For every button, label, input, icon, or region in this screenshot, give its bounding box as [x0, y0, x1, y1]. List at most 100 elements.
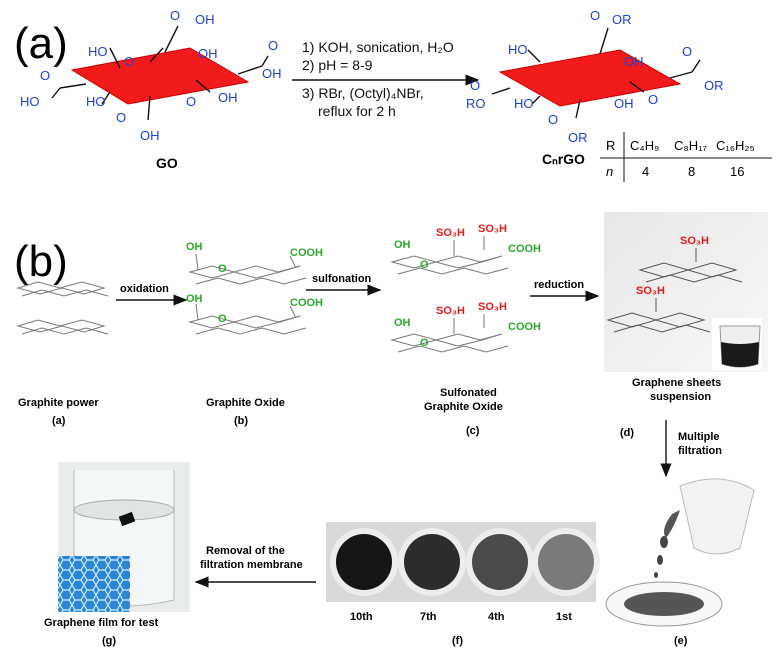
cnrgo-group: OH	[624, 54, 644, 69]
stage-f-tag: (f)	[452, 635, 463, 647]
filtration-label-1: Multiple	[678, 431, 720, 443]
table-n-header: n	[606, 164, 613, 179]
graphite-sheets	[16, 281, 109, 335]
go-group: HO	[88, 44, 108, 59]
cnrgo-sheet	[498, 49, 682, 107]
group-o: O	[420, 337, 429, 349]
group-so3h: SO₃H	[436, 305, 465, 317]
panel-b-letter: (b)	[14, 237, 68, 286]
go-group: OH	[140, 128, 160, 143]
label-1st: 1st	[556, 611, 572, 623]
table-cell: C₁₆H₂₅	[716, 138, 755, 153]
go-label: GO	[156, 155, 178, 171]
cnrgo-group: O	[590, 8, 600, 23]
group-cooh: COOH	[290, 297, 323, 309]
group-so3h: SO₃H	[436, 227, 465, 239]
table-cell: C₈H₁₇	[674, 138, 708, 153]
pouring-illustration	[605, 478, 755, 627]
stage-c-name-1: Sulfonated	[440, 387, 497, 399]
condition-1: 1) KOH, sonication, H₂O	[302, 39, 454, 55]
cnrgo-group: OR	[704, 78, 724, 93]
group-cooh: COOH	[508, 321, 541, 333]
graphene-film-photo	[58, 462, 190, 612]
table-cell: C₄H₉	[630, 138, 659, 153]
group-so3h: SO₃H	[680, 235, 709, 247]
cnrgo-group: OR	[568, 130, 588, 145]
oxidation-label: oxidation	[120, 283, 169, 295]
go-group: OH	[262, 66, 282, 81]
group-o: O	[420, 259, 429, 271]
go-group: O	[170, 8, 180, 23]
cnrgo-molecule: O OR HO OH O OR O RO HO OH O O OR CₙrGO	[466, 8, 724, 167]
cnrgo-group: O	[648, 92, 658, 107]
label-7th: 7th	[420, 611, 437, 623]
condition-3: 3) RBr, (Octyl)₄NBr,	[302, 85, 424, 101]
condition-4: reflux for 2 h	[318, 103, 396, 119]
stage-c-name-2: Graphite Oxide	[424, 401, 503, 413]
group-oh: OH	[186, 241, 203, 253]
go-group: O	[40, 68, 50, 83]
reduction-label: reduction	[534, 279, 584, 291]
group-cooh: COOH	[290, 247, 323, 259]
go-group: O	[268, 38, 278, 53]
cnrgo-group: O	[548, 112, 558, 127]
go-group: OH	[195, 12, 215, 27]
cnrgo-group: OR	[612, 12, 632, 27]
cnrgo-group: O	[682, 44, 692, 59]
group-oh: OH	[186, 293, 203, 305]
cnrgo-label: CₙrGO	[542, 151, 585, 167]
sulfonation-label: sulfonation	[312, 273, 372, 285]
stage-b-name: Graphite Oxide	[206, 397, 285, 409]
table-r-header: R	[606, 138, 615, 153]
go-group: OH	[218, 90, 238, 105]
stage-e-tag: (e)	[674, 635, 688, 647]
go-group: HO	[86, 94, 106, 109]
label-4th: 4th	[488, 611, 505, 623]
filtration-label-2: filtration	[678, 445, 722, 457]
disc-4th	[472, 534, 528, 590]
go-group: O	[186, 94, 196, 109]
table-cell: 4	[642, 164, 649, 179]
group-oh: OH	[394, 239, 411, 251]
stage-b-tag: (b)	[234, 415, 248, 427]
group-so3h: SO₃H	[478, 223, 507, 235]
group-o: O	[218, 263, 227, 275]
condition-2: 2) pH = 8-9	[302, 57, 373, 73]
go-group: O	[116, 110, 126, 125]
label-10th: 10th	[350, 611, 373, 623]
cnrgo-group: HO	[508, 42, 528, 57]
stage-c-tag: (c)	[466, 425, 480, 437]
cnrgo-group: RO	[466, 96, 486, 111]
cnrgo-group: OH	[614, 96, 634, 111]
removal-label-2: filtration membrane	[200, 559, 303, 571]
stage-g-tag: (g)	[102, 635, 116, 647]
stage-a-tag: (a)	[52, 415, 66, 427]
go-group: O	[124, 54, 134, 69]
sulfonated-go-sheets	[390, 236, 509, 353]
stage-d-name-2: suspension	[650, 391, 711, 403]
stage-g-name: Graphene film for test	[44, 617, 159, 629]
group-so3h: SO₃H	[478, 301, 507, 313]
go-molecule: O OH HO O OH O OH O HO HO O OH O OH GO	[20, 8, 282, 171]
disc-10th	[336, 534, 392, 590]
beaker-icon	[712, 318, 762, 370]
group-so3h: SO₃H	[636, 285, 665, 297]
graphite-oxide-sheets	[188, 253, 307, 335]
substituent-table: R C₄H₉ C₈H₁₇ C₁₆H₂₅ n 4 8 16	[600, 132, 772, 182]
go-group: OH	[198, 46, 218, 61]
cnrgo-group: O	[470, 78, 480, 93]
graphene-sheets	[606, 248, 743, 333]
table-cell: 8	[688, 164, 695, 179]
table-cell: 16	[730, 164, 744, 179]
stage-d-name-1: Graphene sheets	[632, 377, 721, 389]
disc-1st	[538, 534, 594, 590]
disc-7th	[404, 534, 460, 590]
cnrgo-group: HO	[514, 96, 534, 111]
removal-label-1: Removal of the	[206, 545, 285, 557]
stage-d-tag: (d)	[620, 427, 634, 439]
group-cooh: COOH	[508, 243, 541, 255]
group-o: O	[218, 313, 227, 325]
panel-a-letter: (a)	[14, 19, 68, 68]
